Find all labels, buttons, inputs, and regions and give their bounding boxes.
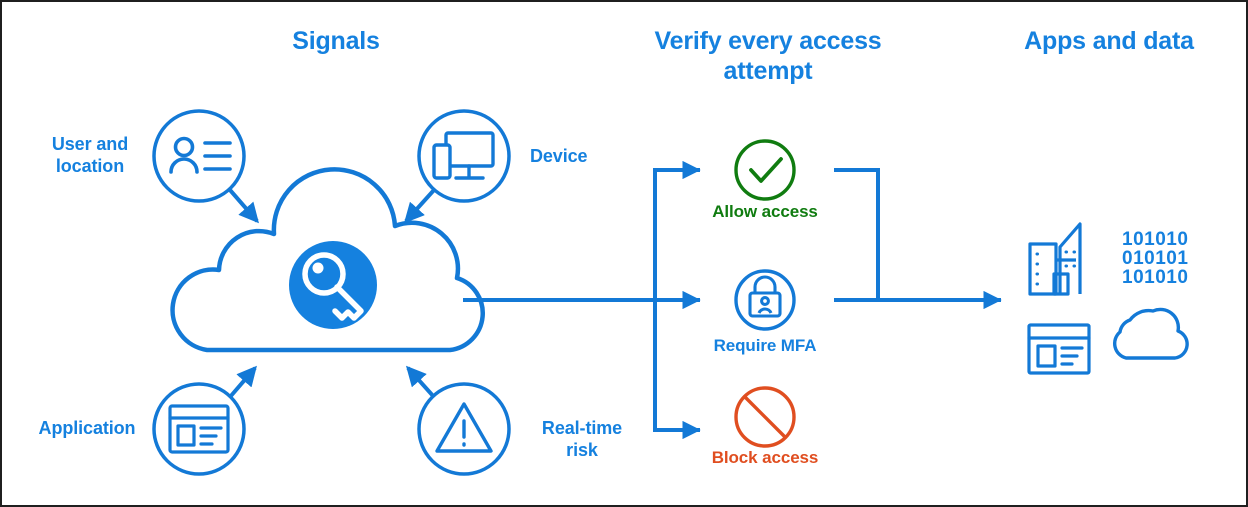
column-title-signals: Signals (292, 27, 380, 55)
lock-person-icon (748, 275, 782, 318)
binary-row-1: 101010 (1122, 229, 1189, 250)
binary-row-3: 101010 (1122, 267, 1189, 288)
arrow-user-to-cloud (228, 188, 259, 224)
arrow-device-to-cloud (403, 188, 436, 224)
signal-label-risk-line1: Real-time (541, 418, 623, 438)
decision-label-require-mfa: Require MFA (713, 336, 817, 355)
apps-icon-app-window (1027, 323, 1091, 375)
apps-icon-buildings (1028, 222, 1082, 296)
decision-split-connector (463, 160, 701, 440)
signal-icon-real-time-risk[interactable] (417, 382, 511, 476)
check-icon (749, 157, 783, 183)
signal-icon-application[interactable] (152, 382, 246, 476)
signal-label-user-line1: User and (51, 134, 129, 154)
monitor-phone-icon (432, 131, 495, 180)
app-window-icon (168, 404, 230, 454)
binary-row-2: 010101 (1122, 248, 1189, 269)
arrow-risk-to-cloud (405, 365, 436, 399)
key-icon (302, 252, 364, 321)
apps-merge-connector (834, 168, 1002, 310)
decision-label-block-access: Block access (711, 448, 819, 467)
decision-icon-require-mfa[interactable] (734, 269, 796, 331)
signal-label-user-and-location: User and location (40, 133, 140, 177)
column-title-verify-line1: Verify every access (654, 27, 882, 55)
warning-triangle-icon (435, 402, 493, 453)
decision-label-allow-access: Allow access (712, 202, 818, 221)
signal-icon-user-and-location[interactable] (152, 109, 246, 203)
apps-icon-binary-data: 101010 010101 101010 (1122, 230, 1188, 287)
decision-icon-allow-access[interactable] (734, 139, 796, 201)
column-title-verify-line2: attempt (723, 57, 813, 85)
decision-icon-block-access[interactable] (734, 386, 796, 448)
signal-icon-device[interactable] (417, 109, 511, 203)
signal-label-real-time-risk: Real-time risk (527, 417, 637, 461)
column-title-verify: Verify every access attempt (652, 26, 884, 86)
signal-label-device: Device (530, 146, 588, 166)
signal-label-user-line2: location (55, 156, 125, 176)
cloud-key-icon (170, 167, 485, 353)
contact-card-icon (169, 136, 232, 174)
signal-label-risk-line2: risk (566, 440, 598, 460)
signal-label-application: Application (38, 418, 136, 438)
prohibition-slash (743, 395, 787, 439)
arrow-application-to-cloud (228, 365, 257, 399)
apps-icon-cloud (1113, 307, 1189, 360)
column-title-apps: Apps and data (1024, 27, 1194, 55)
